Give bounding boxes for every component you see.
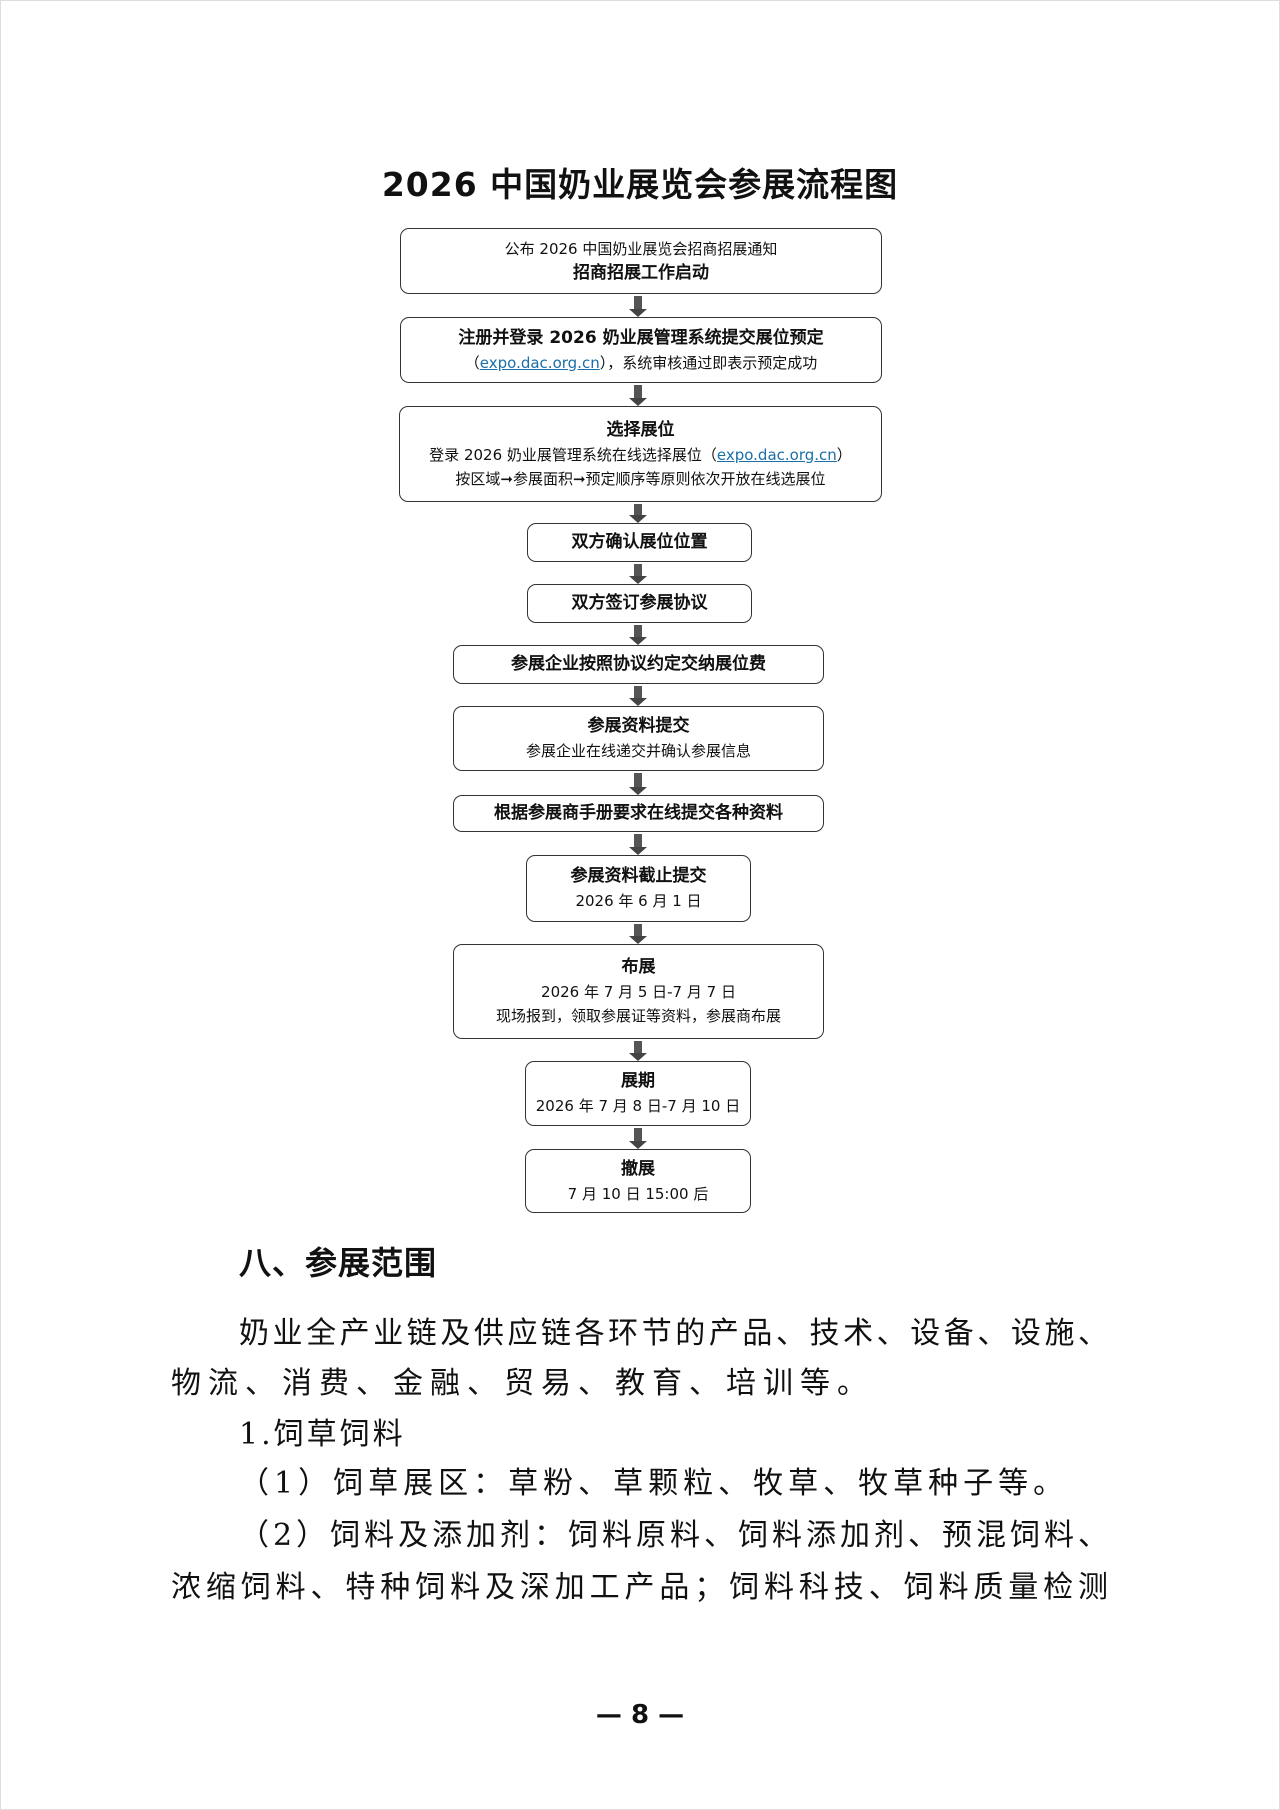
arrow-down-icon <box>629 385 647 406</box>
step-text: （expo.dac.org.cn），系统审核通过即表示预定成功 <box>465 351 817 375</box>
step-11: 展期 2026 年 7 月 8 日-7 月 10 日 <box>525 1061 751 1126</box>
body-line: 浓缩饲料、特种饲料及深加工产品；饲料科技、饲料质量检测 <box>171 1570 1108 1605</box>
step-12: 撤展 7 月 10 日 15:00 后 <box>525 1149 751 1213</box>
arrow-down-icon <box>629 625 647 645</box>
step-text: 公布 2026 中国奶业展览会招商招展通知 <box>504 239 778 258</box>
step-4: 双方确认展位位置 <box>527 523 752 562</box>
step-title: 参展资料截止提交 <box>570 866 707 886</box>
text: ），系统审核通过即表示预定成功 <box>599 353 818 372</box>
arrow-down-icon <box>629 1128 647 1149</box>
step-title: 招商招展工作启动 <box>573 262 709 283</box>
step-title: 注册并登录 2026 奶业展管理系统提交展位预定 <box>458 327 824 348</box>
body-line: （1）饲草展区：草粉、草颗粒、牧草、牧草种子等。 <box>239 1466 1069 1501</box>
arrow-down-icon <box>629 564 647 584</box>
arrow-down-icon <box>629 686 647 706</box>
expo-link[interactable]: expo.dac.org.cn <box>716 445 837 464</box>
step-title: 选择展位 <box>606 419 675 440</box>
arrow-down-icon <box>629 834 647 855</box>
step-10: 布展 2026 年 7 月 5 日-7 月 7 日 现场报到，领取参展证等资料，… <box>453 944 824 1039</box>
body-line: 奶业全产业链及供应链各环节的产品、技术、设备、设施、 <box>239 1316 1108 1351</box>
step-7: 参展资料提交 参展企业在线递交并确认参展信息 <box>453 706 824 771</box>
text: ） <box>836 445 852 464</box>
step-text: 登录 2026 奶业展管理系统在线选择展位（expo.dac.org.cn） <box>429 443 852 467</box>
step-8: 根据参展商手册要求在线提交各种资料 <box>453 795 824 832</box>
step-title: 根据参展商手册要求在线提交各种资料 <box>494 803 783 823</box>
step-9: 参展资料截止提交 2026 年 6 月 1 日 <box>526 855 751 922</box>
body-line: 物流、消费、金融、贸易、教育、培训等。 <box>171 1366 874 1401</box>
text: （ <box>464 353 480 372</box>
step-1: 公布 2026 中国奶业展览会招商招展通知 招商招展工作启动 <box>400 228 882 294</box>
body-line: （2）饲料及添加剂：饲料原料、饲料添加剂、预混饲料、 <box>239 1518 1108 1553</box>
arrow-down-icon <box>629 504 647 523</box>
step-text: 2026 年 7 月 5 日-7 月 7 日 <box>541 983 736 1001</box>
page-number: — 8 — <box>595 1700 685 1730</box>
text: 登录 2026 奶业展管理系统在线选择展位（ <box>429 445 717 464</box>
step-title: 双方确认展位位置 <box>571 532 708 552</box>
step-text: 2026 年 6 月 1 日 <box>575 892 702 910</box>
section-heading: 八、参展范围 <box>239 1244 438 1282</box>
step-title: 双方签订参展协议 <box>571 593 708 613</box>
step-title: 参展企业按照协议约定交纳展位费 <box>511 654 766 674</box>
step-2: 注册并登录 2026 奶业展管理系统提交展位预定 （expo.dac.org.c… <box>400 317 882 383</box>
arrow-down-icon <box>629 296 647 317</box>
step-text: 7 月 10 日 15:00 后 <box>567 1184 709 1203</box>
step-title: 布展 <box>621 957 656 977</box>
step-title: 展期 <box>621 1071 655 1091</box>
step-title: 撤展 <box>621 1158 655 1179</box>
arrow-down-icon <box>629 773 647 795</box>
step-text: 参展企业在线递交并确认参展信息 <box>525 742 751 760</box>
step-6: 参展企业按照协议约定交纳展位费 <box>453 645 824 684</box>
arrow-down-icon <box>629 1041 647 1061</box>
step-title: 参展资料提交 <box>587 716 690 736</box>
step-text: 按区域➞参展面积➞预定顺序等原则依次开放在线选展位 <box>455 469 826 488</box>
flowchart-title: 2026 中国奶业展览会参展流程图 <box>381 165 899 204</box>
arrow-down-icon <box>629 924 647 944</box>
step-text: 2026 年 7 月 8 日-7 月 10 日 <box>535 1097 741 1115</box>
expo-link[interactable]: expo.dac.org.cn <box>479 353 600 372</box>
step-5: 双方签订参展协议 <box>527 584 752 623</box>
body-line: 1.饲草饲料 <box>239 1417 406 1452</box>
step-text: 现场报到，领取参展证等资料，参展商布展 <box>495 1007 781 1025</box>
step-3: 选择展位 登录 2026 奶业展管理系统在线选择展位（expo.dac.org.… <box>399 406 882 502</box>
